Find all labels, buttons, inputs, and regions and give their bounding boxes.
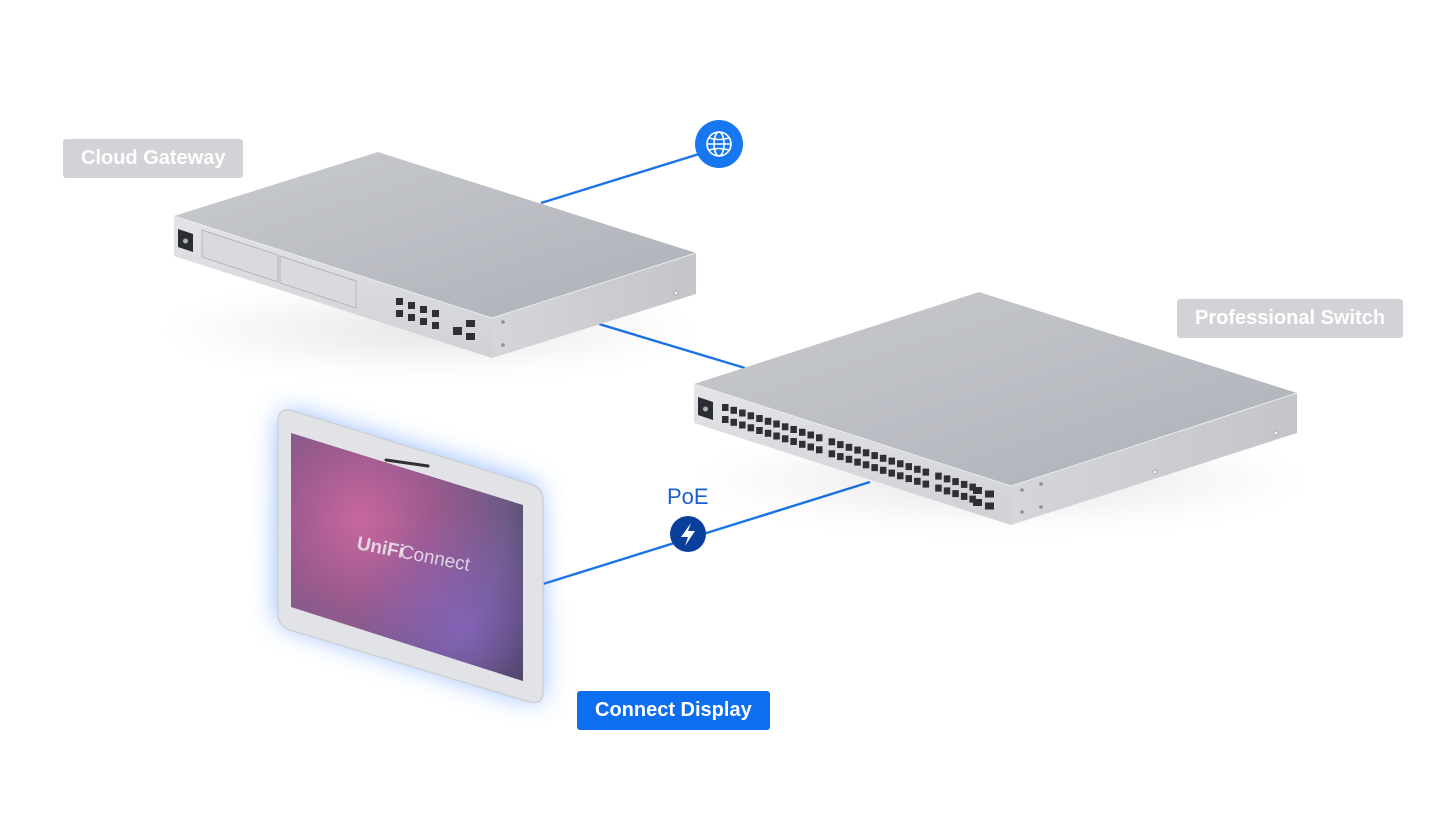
switch-port: [799, 440, 806, 448]
switch-port: [747, 412, 755, 420]
switch-port: [897, 472, 904, 480]
cloud-gateway-device: [160, 152, 700, 375]
switch-port: [764, 429, 772, 437]
switch-port: [773, 432, 780, 440]
switch-port: [756, 427, 763, 434]
switch-port: [935, 484, 942, 492]
switch-port: [862, 461, 870, 469]
switch-port: [960, 492, 968, 500]
switch-port: [871, 464, 878, 472]
professional-switch-device: [690, 292, 1310, 530]
switch-port: [879, 466, 887, 474]
switch-port: [837, 453, 844, 461]
switch-port: [739, 409, 746, 417]
switch-port: [888, 457, 895, 465]
switch-port: [781, 435, 789, 443]
switch-port: [816, 446, 823, 454]
switch-port: [952, 478, 959, 486]
switch-port: [828, 450, 836, 458]
switch-port: [764, 417, 772, 425]
poe-badge: [670, 516, 706, 552]
switch-sfp-port: [973, 487, 982, 494]
cloud-gateway-label: Cloud Gateway: [63, 139, 244, 178]
switch-sfp-port: [985, 490, 994, 498]
switch-port: [730, 406, 737, 414]
switch-port: [854, 458, 861, 466]
switch-port: [845, 455, 853, 463]
switch-port: [807, 431, 814, 439]
switch-port: [969, 483, 976, 491]
switch-port: [935, 472, 942, 480]
switch-port: [969, 495, 976, 503]
internet-badge: [695, 120, 743, 168]
switch-port: [790, 426, 797, 433]
switch-port: [914, 477, 921, 485]
switch-port: [739, 421, 746, 429]
switch-port: [879, 454, 887, 462]
switch-port: [905, 475, 912, 483]
switch-port: [922, 480, 930, 488]
switch-port: [799, 428, 806, 436]
switch-port: [773, 420, 780, 428]
connect-display-device: UniFi Connect: [277, 409, 544, 704]
poe-label: PoE: [667, 484, 709, 509]
switch-port: [837, 441, 844, 449]
switch-port: [897, 460, 904, 468]
switch-port: [888, 469, 895, 477]
switch-port: [854, 446, 861, 454]
globe-icon: [706, 131, 732, 157]
switch-port: [943, 475, 951, 483]
switch-port: [914, 465, 921, 473]
switch-sfp-port: [973, 499, 982, 506]
switch-port-grid: [722, 404, 994, 510]
switch-port: [905, 463, 912, 471]
switch-port: [781, 423, 789, 431]
switch-port: [871, 452, 878, 460]
link-gateway-internet: [540, 148, 713, 205]
switch-port: [828, 438, 836, 446]
switch-port: [960, 480, 968, 488]
switch-port: [722, 404, 729, 411]
switch-port: [722, 416, 729, 423]
switch-sfp-port: [985, 502, 994, 510]
switch-port: [790, 438, 797, 445]
switch-port: [807, 443, 814, 451]
switch-port: [952, 490, 959, 498]
switch-port: [943, 487, 951, 495]
professional-switch-label: Professional Switch: [1177, 299, 1404, 338]
switch-port: [862, 449, 870, 457]
switch-port: [756, 415, 763, 422]
switch-port: [747, 424, 755, 432]
switch-port: [922, 468, 930, 476]
lightning-bolt-icon: [681, 523, 695, 546]
connect-display-label: Connect Display: [577, 691, 770, 730]
switch-port: [816, 434, 823, 442]
switch-port: [730, 418, 737, 426]
switch-port: [845, 443, 853, 451]
